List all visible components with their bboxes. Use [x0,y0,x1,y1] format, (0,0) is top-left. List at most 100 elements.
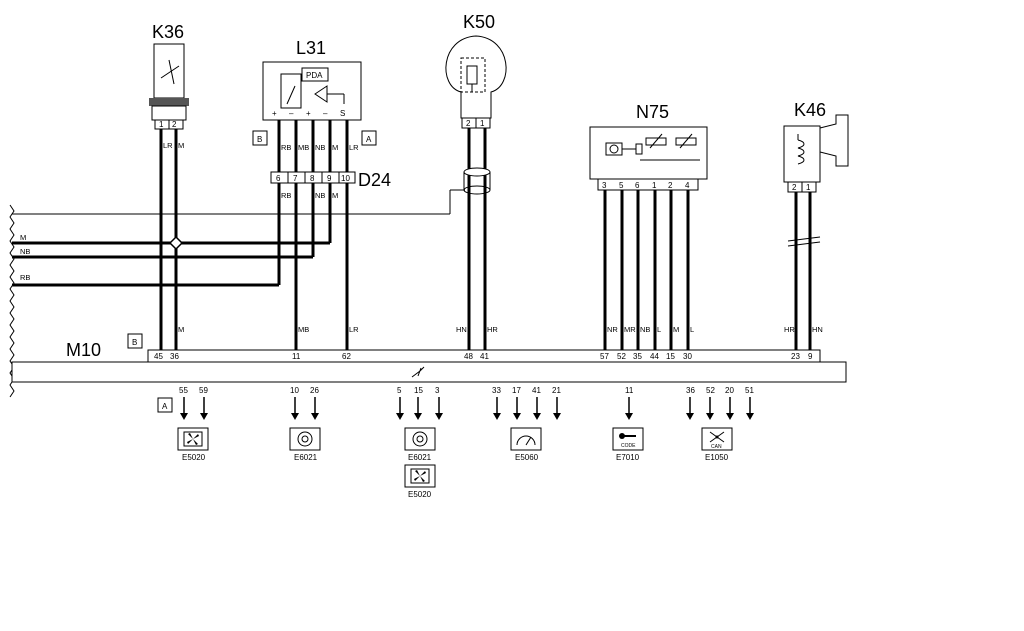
svg-text:M: M [332,143,338,152]
svg-text:52: 52 [706,386,715,395]
component-k46: K46 2 1 [783,100,849,193]
svg-text:55: 55 [179,386,188,395]
svg-text:E7010: E7010 [616,453,640,462]
l31-inner-label: PDA [306,71,323,80]
k36-wire-m: M [178,141,184,150]
svg-text:10: 10 [290,386,299,395]
output-arrowhead-2 [291,413,299,420]
svg-text:LR: LR [349,143,359,152]
svg-text:NB: NB [640,325,650,334]
component-n75: N75 3 5 6 1 2 4 [589,102,708,191]
svg-text:1: 1 [480,119,485,128]
output-arrowhead-8 [513,413,521,420]
output-arrowhead-12 [686,413,694,420]
svg-text:9: 9 [327,174,332,183]
fan-icon [410,468,430,484]
svg-text:CODE: CODE [621,443,636,449]
svg-text:2: 2 [792,183,797,192]
svg-text:7: 7 [293,174,298,183]
m10-side-a-pins: 55 59 10 26 5 15 3 33 17 41 21 11 36 52 … [179,386,754,395]
svg-text:M: M [178,325,184,334]
svg-text:3: 3 [602,181,607,190]
svg-text:E6021: E6021 [294,453,318,462]
svg-text:44: 44 [650,352,659,361]
svg-text:11: 11 [292,352,301,361]
destination-e6021: E6021 [289,427,321,462]
k36-label: K36 [152,22,184,42]
svg-text:E5020: E5020 [182,453,206,462]
destination-e5020-b: E5020 [404,464,436,499]
svg-text:30: 30 [683,352,692,361]
destination-e7010: CODE E7010 [612,427,644,462]
can-network-icon [709,431,725,443]
svg-text:17: 17 [512,386,521,395]
svg-text:52: 52 [617,352,626,361]
output-arrowhead-3 [311,413,319,420]
svg-text:41: 41 [532,386,541,395]
svg-text:11: 11 [625,386,634,395]
svg-text:6: 6 [276,174,281,183]
output-arrowhead-14 [726,413,734,420]
k36-pin-2: 2 [172,120,177,129]
svg-text:M: M [673,325,679,334]
svg-text:L: L [690,325,694,334]
svg-text:LR: LR [349,325,359,334]
output-arrowhead-7 [493,413,501,420]
m10-side-a [157,397,173,413]
svg-text:NB: NB [315,143,325,152]
climate-knob-icon [297,431,313,447]
svg-text:B: B [257,135,262,144]
svg-text:E1050: E1050 [705,453,729,462]
svg-text:48: 48 [464,352,473,361]
output-arrowhead-15 [746,413,754,420]
svg-text:51: 51 [745,386,754,395]
svg-text:NR: NR [607,325,618,334]
svg-text:59: 59 [199,386,208,395]
svg-text:8: 8 [310,174,315,183]
left-wire-rb: RB [20,273,30,282]
svg-text:15: 15 [414,386,423,395]
l31-label: L31 [296,38,326,58]
svg-text:S: S [340,109,345,118]
svg-text:NB: NB [315,191,325,200]
n75-label: N75 [636,102,669,122]
svg-text:20: 20 [725,386,734,395]
svg-text:5: 5 [397,386,402,395]
output-arrowhead-9 [533,413,541,420]
svg-text:MB: MB [298,325,309,334]
svg-text:B: B [132,338,137,347]
climate-knob-icon [412,431,428,447]
svg-text:3: 3 [435,386,440,395]
m10-label: M10 [66,340,101,360]
svg-text:6: 6 [635,181,640,190]
output-arrowhead-0 [180,413,188,420]
svg-text:A: A [366,135,372,144]
svg-text:1: 1 [652,181,657,190]
svg-text:1: 1 [806,183,811,192]
svg-text:HR: HR [784,325,795,334]
left-wire-nb: NB [20,247,30,256]
svg-text:–: – [289,109,294,118]
k50-label: K50 [463,12,495,32]
svg-text:15: 15 [666,352,675,361]
svg-text:E6021: E6021 [408,453,432,462]
k36-body [153,43,185,99]
svg-text:HR: HR [487,325,498,334]
svg-text:A: A [162,402,168,411]
destination-e1050: CAN E1050 [701,427,733,462]
destination-e6021-b: E6021 [404,427,436,462]
output-arrowhead-10 [553,413,561,420]
k36-wire-lr: LR [163,141,173,150]
svg-text:HN: HN [812,325,823,334]
svg-text:RB: RB [281,143,291,152]
output-arrowhead-4 [396,413,404,420]
svg-text:36: 36 [170,352,179,361]
left-wire-m: M [20,233,26,242]
l31-side-b [252,130,268,146]
component-d24: 6 7 8 9 10 D24 RB NB M [270,170,391,200]
m10-body [11,361,847,383]
svg-text:–: – [323,109,328,118]
fan-icon [183,431,203,447]
speedometer-icon [516,435,536,446]
